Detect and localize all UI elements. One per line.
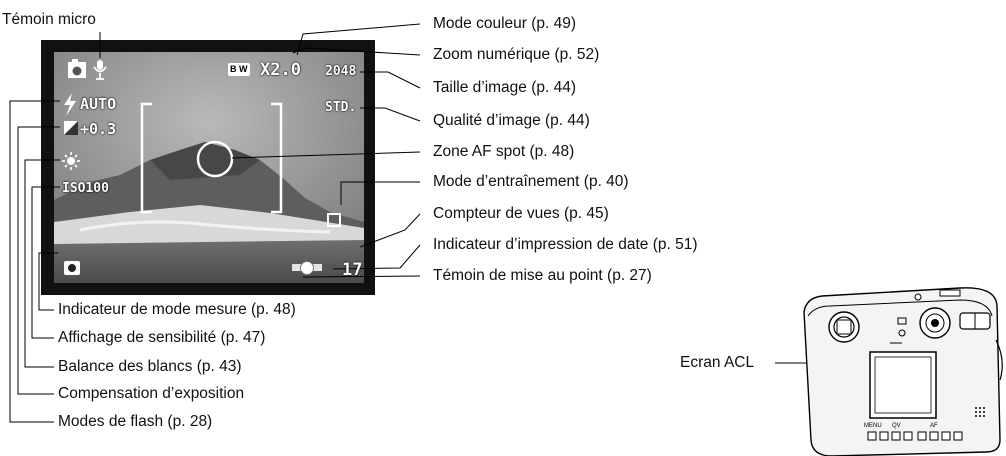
label-sensitivity: Affichage de sensibilité (p. 47) bbox=[58, 329, 266, 346]
label-drive-mode: Mode d’entraînement (p. 40) bbox=[433, 173, 629, 190]
label-exposure-compensation: Compensation d’exposition bbox=[58, 385, 245, 402]
leader-lines bbox=[9, 23, 842, 423]
label-date-imprint: Indicateur d’impression de date (p. 51) bbox=[433, 236, 698, 253]
camera-button-label-menu: MENU bbox=[864, 423, 882, 429]
label-af-spot: Zone AF spot (p. 48) bbox=[433, 143, 575, 160]
label-microphone-indicator: Témoin micro bbox=[2, 11, 96, 28]
label-frame-counter: Compteur de vues (p. 45) bbox=[433, 205, 609, 222]
camera-button-label-af: AF bbox=[930, 423, 938, 429]
label-color-mode: Mode couleur (p. 49) bbox=[433, 15, 577, 32]
label-digital-zoom: Zoom numérique (p. 52) bbox=[433, 46, 600, 63]
label-metering-mode: Indicateur de mode mesure (p. 48) bbox=[58, 301, 296, 318]
label-lcd-screen: Ecran ACL bbox=[680, 354, 755, 371]
color-mode-badge: B W bbox=[228, 63, 250, 76]
zoom-indicator: X2.0 bbox=[260, 60, 301, 80]
lcd-screen bbox=[41, 40, 375, 295]
exposure-indicator: +0.3 bbox=[80, 120, 117, 138]
image-size-indicator: 2048 bbox=[325, 64, 357, 79]
label-flash-modes: Modes de flash (p. 28) bbox=[58, 413, 213, 430]
camera-button-label-qv: QV bbox=[892, 423, 901, 429]
label-focus-indicator: Témoin de mise au point (p. 27) bbox=[433, 267, 652, 284]
flash-mode-indicator: AUTO bbox=[80, 95, 117, 113]
label-white-balance: Balance des blancs (p. 43) bbox=[58, 358, 242, 375]
label-image-quality: Qualité d’image (p. 44) bbox=[433, 112, 590, 129]
iso-indicator: ISO100 bbox=[62, 181, 109, 196]
camera-illustration bbox=[803, 287, 1003, 456]
image-quality-indicator: STD. bbox=[325, 100, 357, 115]
label-image-size: Taille d’image (p. 44) bbox=[433, 79, 577, 96]
frame-counter: 17 bbox=[342, 260, 363, 280]
